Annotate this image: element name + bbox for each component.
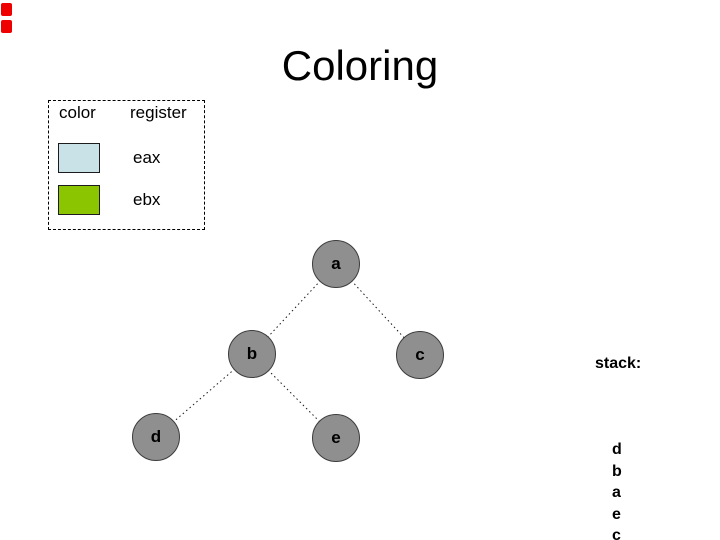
stack-item-c: c: [612, 527, 621, 540]
stack-item-b: b: [612, 462, 622, 480]
stack-item-a: a: [612, 484, 621, 501]
eax-register-label: eax: [133, 148, 161, 167]
graph-node-b: b: [228, 330, 276, 378]
graph-node-c: c: [396, 331, 444, 379]
ebx-register-label: ebx: [133, 190, 161, 209]
edge-b-e: [251, 353, 337, 439]
stack-item-e: e: [612, 505, 621, 523]
legend-color-header: color: [59, 103, 96, 122]
corner-mark: [1, 20, 12, 33]
graph-node-e: e: [312, 414, 360, 462]
graph-node-d: d: [132, 413, 180, 461]
graph-node-a: a: [312, 240, 360, 288]
corner-mark: [1, 3, 12, 16]
legend-register-header: register: [130, 103, 187, 122]
eax-color-swatch: [58, 143, 100, 173]
stack-item-d: d: [612, 441, 622, 458]
stack-label: stack:: [595, 355, 642, 372]
color-register-legend: color register eax ebx: [48, 100, 205, 230]
slide-title: Coloring: [281, 42, 439, 89]
ebx-color-swatch: [58, 185, 100, 215]
edge-b-d: [155, 353, 253, 438]
